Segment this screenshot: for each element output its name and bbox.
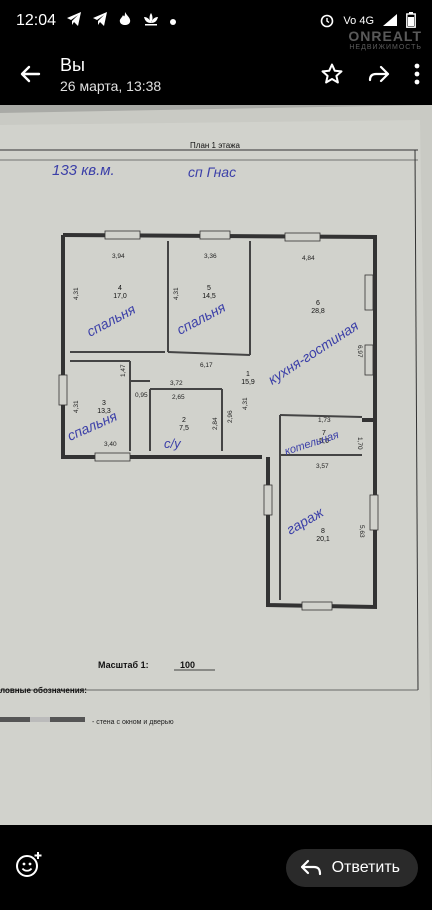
arrow-left-icon (20, 65, 41, 83)
battery-icon (406, 11, 416, 31)
dim-label: 4,84 (302, 255, 315, 262)
room-area: 17,0 (113, 293, 127, 300)
dot-icon (170, 12, 177, 30)
dim-label: 2,96 (227, 410, 234, 423)
dim-label: 4,31 (73, 400, 80, 413)
sender-name: Вы (60, 54, 85, 75)
handwritten-room-label: с/у (164, 436, 182, 451)
dim-label: 3,57 (316, 463, 329, 470)
signal-icon (382, 13, 398, 30)
dim-label: 3,36 (204, 253, 217, 260)
dim-label: 3,72 (170, 380, 183, 387)
scale-value: 100 (180, 660, 195, 670)
handwritten-note: сп Гнас (188, 164, 236, 180)
room-number: 6 (316, 300, 320, 307)
room-number: 5 (207, 285, 211, 292)
flame-icon (118, 11, 132, 32)
room-area: 28,8 (311, 308, 325, 315)
message-timestamp: 26 марта, 13:38 (60, 77, 162, 94)
dim-label: 5,63 (358, 525, 365, 538)
network-label: Vo 4G (343, 15, 374, 27)
forward-icon[interactable] (366, 62, 392, 86)
legend-item: - стена с окном и дверью (92, 719, 174, 726)
handwritten-area: 133 кв.м. (52, 162, 115, 179)
scale-label: Масштаб 1: (98, 660, 149, 670)
plan-title: План 1 этажа (190, 141, 240, 150)
reply-icon (300, 859, 321, 875)
watermark-logo: ONREALT НЕДВИЖИМОСТЬ (348, 28, 422, 51)
telegram-icon-2 (92, 11, 108, 32)
room-area: 15,9 (241, 379, 255, 386)
room-area: 7,5 (179, 425, 189, 432)
reply-label: Ответить (331, 858, 400, 876)
dim-label: 6,17 (200, 362, 213, 369)
emoji-react-icon[interactable] (14, 850, 44, 885)
dim-label: 2,84 (212, 417, 219, 430)
dim-label: 0,95 (135, 392, 148, 399)
dim-label: 2,65 (172, 394, 185, 401)
dim-label: 4,31 (173, 287, 180, 300)
room-area: 14,5 (202, 293, 216, 300)
room-area: 13,3 (97, 408, 111, 415)
room-number: 1 (246, 371, 250, 378)
dim-label: 1,73 (318, 417, 331, 424)
alarm-icon (319, 12, 335, 31)
room-number: 2 (182, 417, 186, 424)
room-number: 4 (118, 285, 122, 292)
legend-title: ловные обозначения: (0, 686, 87, 695)
room-area: 5,6 (319, 438, 329, 445)
bottom-bar: Ответить (0, 825, 432, 910)
reply-button[interactable]: Ответить (285, 848, 418, 887)
dim-label: 1,70 (356, 437, 363, 450)
room-number: 8 (321, 528, 325, 535)
dim-label: 6,97 (356, 345, 363, 358)
room-number: 3 (102, 400, 106, 407)
room-number: 7 (322, 430, 326, 437)
more-options-icon[interactable] (414, 63, 420, 85)
dim-label: 1,47 (120, 364, 127, 377)
star-icon[interactable] (320, 62, 344, 86)
status-bar: 12:04 Vo 4G (0, 0, 432, 42)
telegram-icon (66, 11, 82, 32)
room-area: 20,1 (316, 536, 330, 543)
clock: 12:04 (16, 12, 57, 29)
dim-label: 4,31 (242, 397, 249, 410)
dim-label: 3,40 (104, 441, 117, 448)
dim-label: 3,94 (112, 253, 125, 260)
dim-label: 4,31 (73, 287, 80, 300)
back-button[interactable] (12, 56, 48, 92)
message-header: Вы 26 марта, 13:38 (0, 44, 432, 104)
lotus-icon (142, 11, 160, 32)
floor-plan-photo[interactable]: План 1 этажа 133 кв.м. сп Гнас (0, 105, 432, 825)
